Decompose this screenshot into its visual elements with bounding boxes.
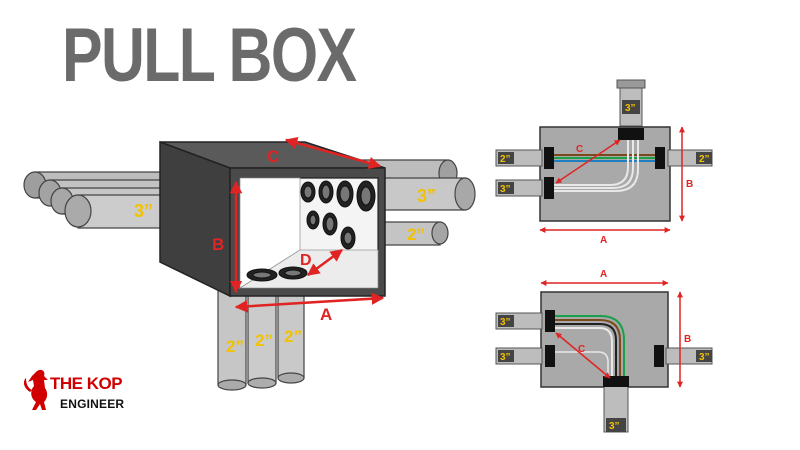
label-c: C [576,144,583,155]
label-right-pipe: 3” [699,352,710,363]
label-a: A [320,305,332,324]
page-title: PULL BOX [62,13,357,98]
label-a: A [600,235,607,246]
label-left-pipe: 3” [134,201,153,221]
brand-name: THE KOP [50,374,123,393]
label-left-bottom-pipe: 3” [500,352,511,363]
label-c: C [578,344,585,355]
main-pull-box: A B C D 3” 3” 2” 2” 2” 2” [23,136,476,391]
label-b: B [684,334,691,345]
label-left-top-pipe: 3” [500,317,511,328]
label-right-pipe: 2” [699,154,710,165]
label-top-pipe: 3” [625,103,636,114]
straight-pull-box: 3” 2” 3” 2” C A B [495,79,713,246]
knockouts [246,180,376,282]
label-bottom-pipe-1: 2” [226,337,244,356]
label-bottom-pipe: 3” [609,421,620,432]
dimension-c [284,136,382,170]
label-right-upper-pipe: 3” [417,186,436,206]
angle-pull-box: 3” 3” 3” 3” C A B [495,269,713,433]
label-d: D [300,252,312,269]
label-left-bottom-pipe: 3” [500,184,511,195]
liverbird-icon [23,369,48,410]
label-a: A [600,269,607,280]
label-bottom-pipe-3: 2” [284,327,302,346]
label-c: C [267,147,279,166]
label-b: B [686,179,693,190]
label-left-top-pipe: 2” [500,154,511,165]
label-b: B [212,235,224,254]
dimension-d [306,248,344,277]
label-right-lower-pipe: 2” [407,225,425,244]
label-bottom-pipe-2: 2” [255,331,273,350]
dimension-a [234,292,385,313]
brand-subtitle: ENGINEER [60,397,125,411]
